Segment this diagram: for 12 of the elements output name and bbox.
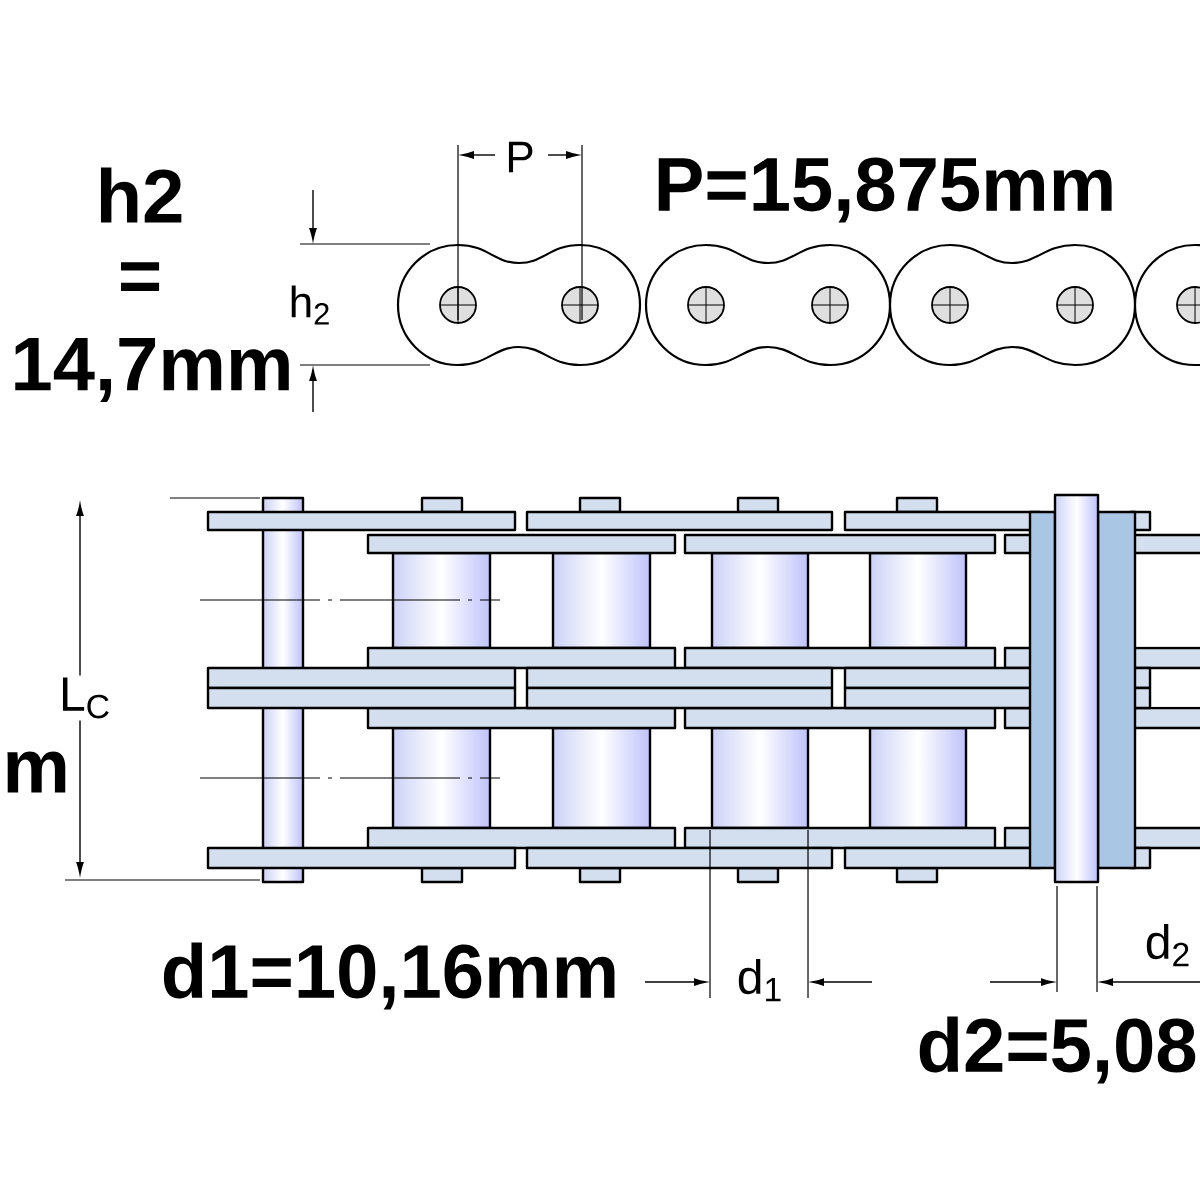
value-text: P=15,875mm <box>658 157 1112 223</box>
value-text: = <box>121 262 160 291</box>
dimension-label: L$_{C}$ <box>57 675 113 721</box>
value-text: d2=5,08 <box>919 1016 1196 1084</box>
dimension-label: P <box>508 141 533 173</box>
dimension-label: d$_{1}$ <box>738 958 781 1002</box>
dimension-label: d$_{2}$ <box>1146 923 1189 967</box>
value-text: d1=10,16mm <box>163 942 615 1010</box>
value-text: h2 <box>100 167 182 223</box>
value-text: 14,7mm <box>15 338 289 403</box>
value-text: m <box>7 751 66 793</box>
dimension-label: h$_{2}$ <box>291 285 329 325</box>
